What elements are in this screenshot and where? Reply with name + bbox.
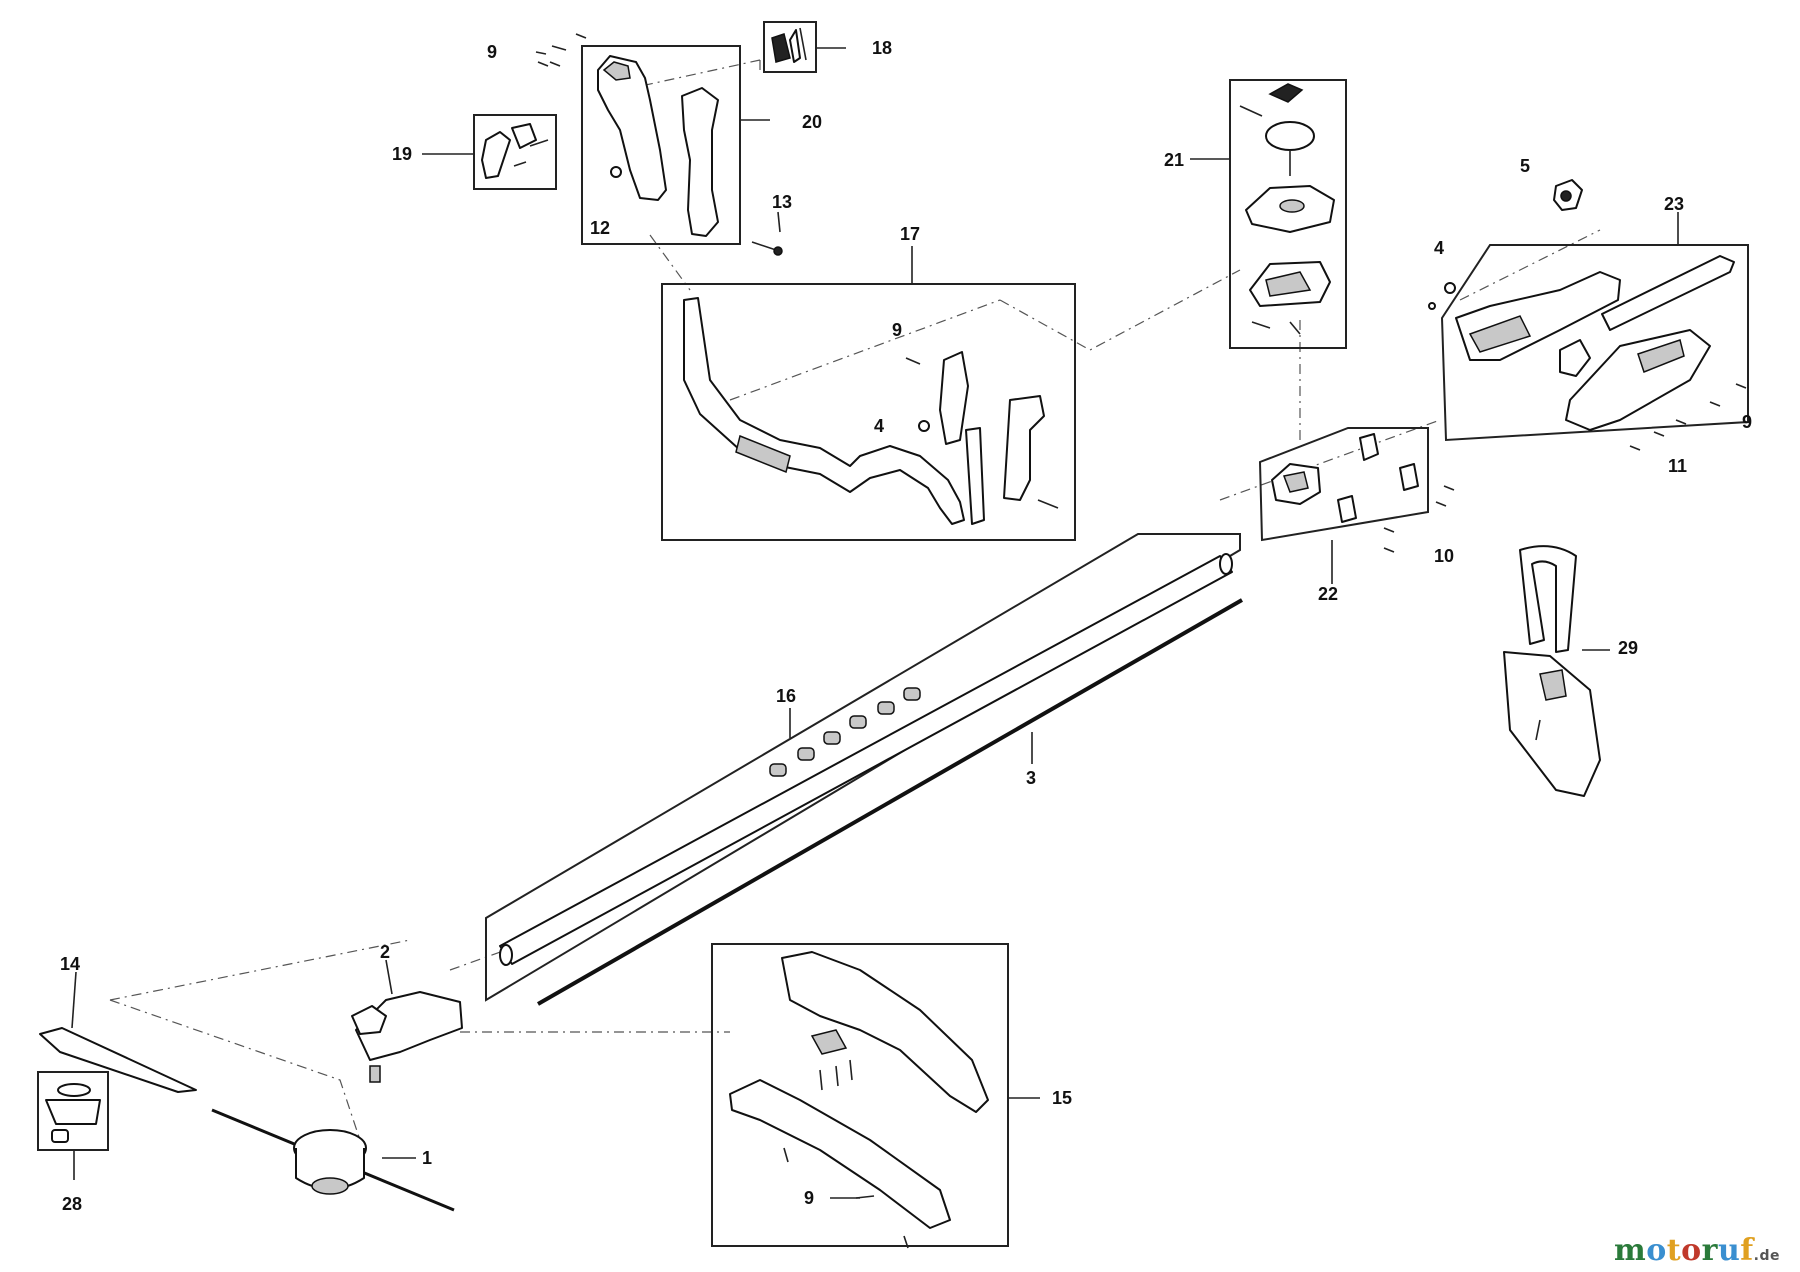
label-part-9-handle: 9	[892, 320, 902, 340]
frame-part-16-3	[485, 533, 1241, 1002]
brand-tld: .de	[1753, 1248, 1780, 1264]
label-part-11: 11	[1668, 456, 1687, 476]
label-part-9-guard: 9	[804, 1188, 814, 1208]
label-part-3: 3	[1026, 768, 1036, 788]
label-part-21: 21	[1164, 150, 1184, 170]
label-part-9-top: 9	[487, 42, 497, 62]
label-part-23: 23	[1664, 194, 1684, 214]
frame-part-17	[661, 283, 1076, 541]
guard-part-15	[729, 951, 989, 1249]
clamp-set-part-22	[1271, 433, 1419, 523]
label-part-28: 28	[62, 1194, 82, 1214]
harness-part-29	[1503, 545, 1601, 797]
blade-part-14	[39, 1027, 197, 1093]
frame-part-23	[1440, 244, 1749, 442]
trigger-parts-part-18	[771, 27, 807, 63]
brand-name: motoruf	[1613, 1233, 1754, 1268]
label-part-18: 18	[872, 38, 892, 58]
frame-part-20	[581, 45, 741, 245]
handlebar-part-17	[683, 297, 1059, 525]
label-part-20: 20	[802, 112, 822, 132]
frame-part-21	[1229, 79, 1347, 349]
spool-head-part-1	[211, 1108, 455, 1212]
cover-assembly-part-21	[1239, 83, 1335, 335]
label-part-4-right: 4	[1434, 238, 1444, 258]
label-leader-lines	[71, 47, 1679, 1199]
screw-part-13	[751, 241, 783, 256]
switch-part-5	[1553, 179, 1583, 211]
screws-part-9-11-right	[1629, 383, 1747, 451]
label-part-9-right: 9	[1742, 412, 1752, 432]
group-frames	[37, 21, 1749, 1247]
frame-part-19	[473, 114, 557, 190]
label-part-13: 13	[772, 192, 792, 212]
frame-part-28	[37, 1071, 109, 1151]
label-part-12: 12	[590, 218, 610, 238]
frame-part-22	[1258, 427, 1429, 542]
trigger-part-19	[481, 123, 549, 179]
shaft-tube-part-16	[499, 553, 1233, 966]
label-part-15: 15	[1052, 1088, 1072, 1108]
label-part-19: 19	[392, 144, 412, 164]
screws-part-10	[1383, 485, 1455, 553]
nuts-part-4-right	[1428, 282, 1456, 310]
label-part-14: 14	[60, 954, 80, 974]
brand-logo: motoruf.de	[1614, 1233, 1780, 1268]
frame-part-18	[763, 21, 817, 73]
label-part-1: 1	[422, 1148, 432, 1168]
label-part-22: 22	[1318, 584, 1338, 604]
label-part-2: 2	[380, 942, 390, 962]
label-part-17: 17	[900, 224, 920, 244]
cap-part-28	[45, 1083, 101, 1143]
label-part-29: 29	[1618, 638, 1638, 658]
part-number-labels: 9 18 19 20 12 13 17 9 4 21 5 23 4 9 11 1…	[60, 38, 1752, 1214]
frame-part-15	[711, 943, 1009, 1247]
handle-housing-part-20	[597, 55, 719, 237]
label-part-4-handle: 4	[874, 416, 884, 436]
label-part-5: 5	[1520, 156, 1530, 176]
label-part-16: 16	[776, 686, 796, 706]
gear-head-part-2	[351, 991, 463, 1083]
label-part-10: 10	[1434, 546, 1454, 566]
motor-housing-part-23	[1455, 255, 1735, 431]
drive-shaft-part-3	[537, 598, 1243, 1006]
screws-part-9-top	[535, 33, 587, 67]
